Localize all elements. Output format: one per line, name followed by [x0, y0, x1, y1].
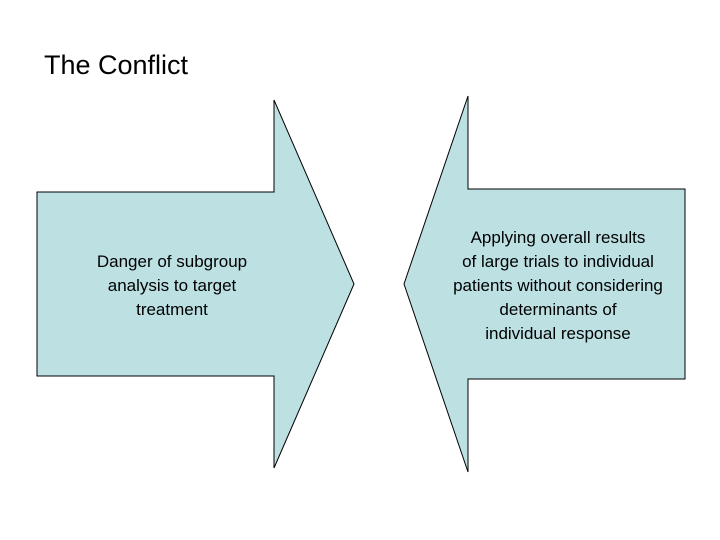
right-arrow-line: of large trials to individual — [462, 252, 654, 271]
left-pointing-arrow — [403, 95, 686, 473]
right-arrow-line: individual response — [485, 324, 631, 343]
right-arrow-line: determinants of — [499, 300, 617, 319]
slide-title: The Conflict — [44, 50, 189, 80]
left-arrow-text: Danger of subgroup analysis to target tr… — [72, 250, 272, 322]
right-arrow-line: patients without considering — [453, 276, 663, 295]
right-arrow-text: Applying overall results of large trials… — [427, 226, 689, 346]
right-arrow-line: Applying overall results — [470, 228, 646, 247]
left-arrow-line: analysis to target — [107, 276, 237, 295]
right-pointing-arrow — [36, 99, 355, 469]
left-arrow-line: Danger of subgroup — [96, 252, 248, 271]
left-arrow-line: treatment — [136, 300, 208, 319]
